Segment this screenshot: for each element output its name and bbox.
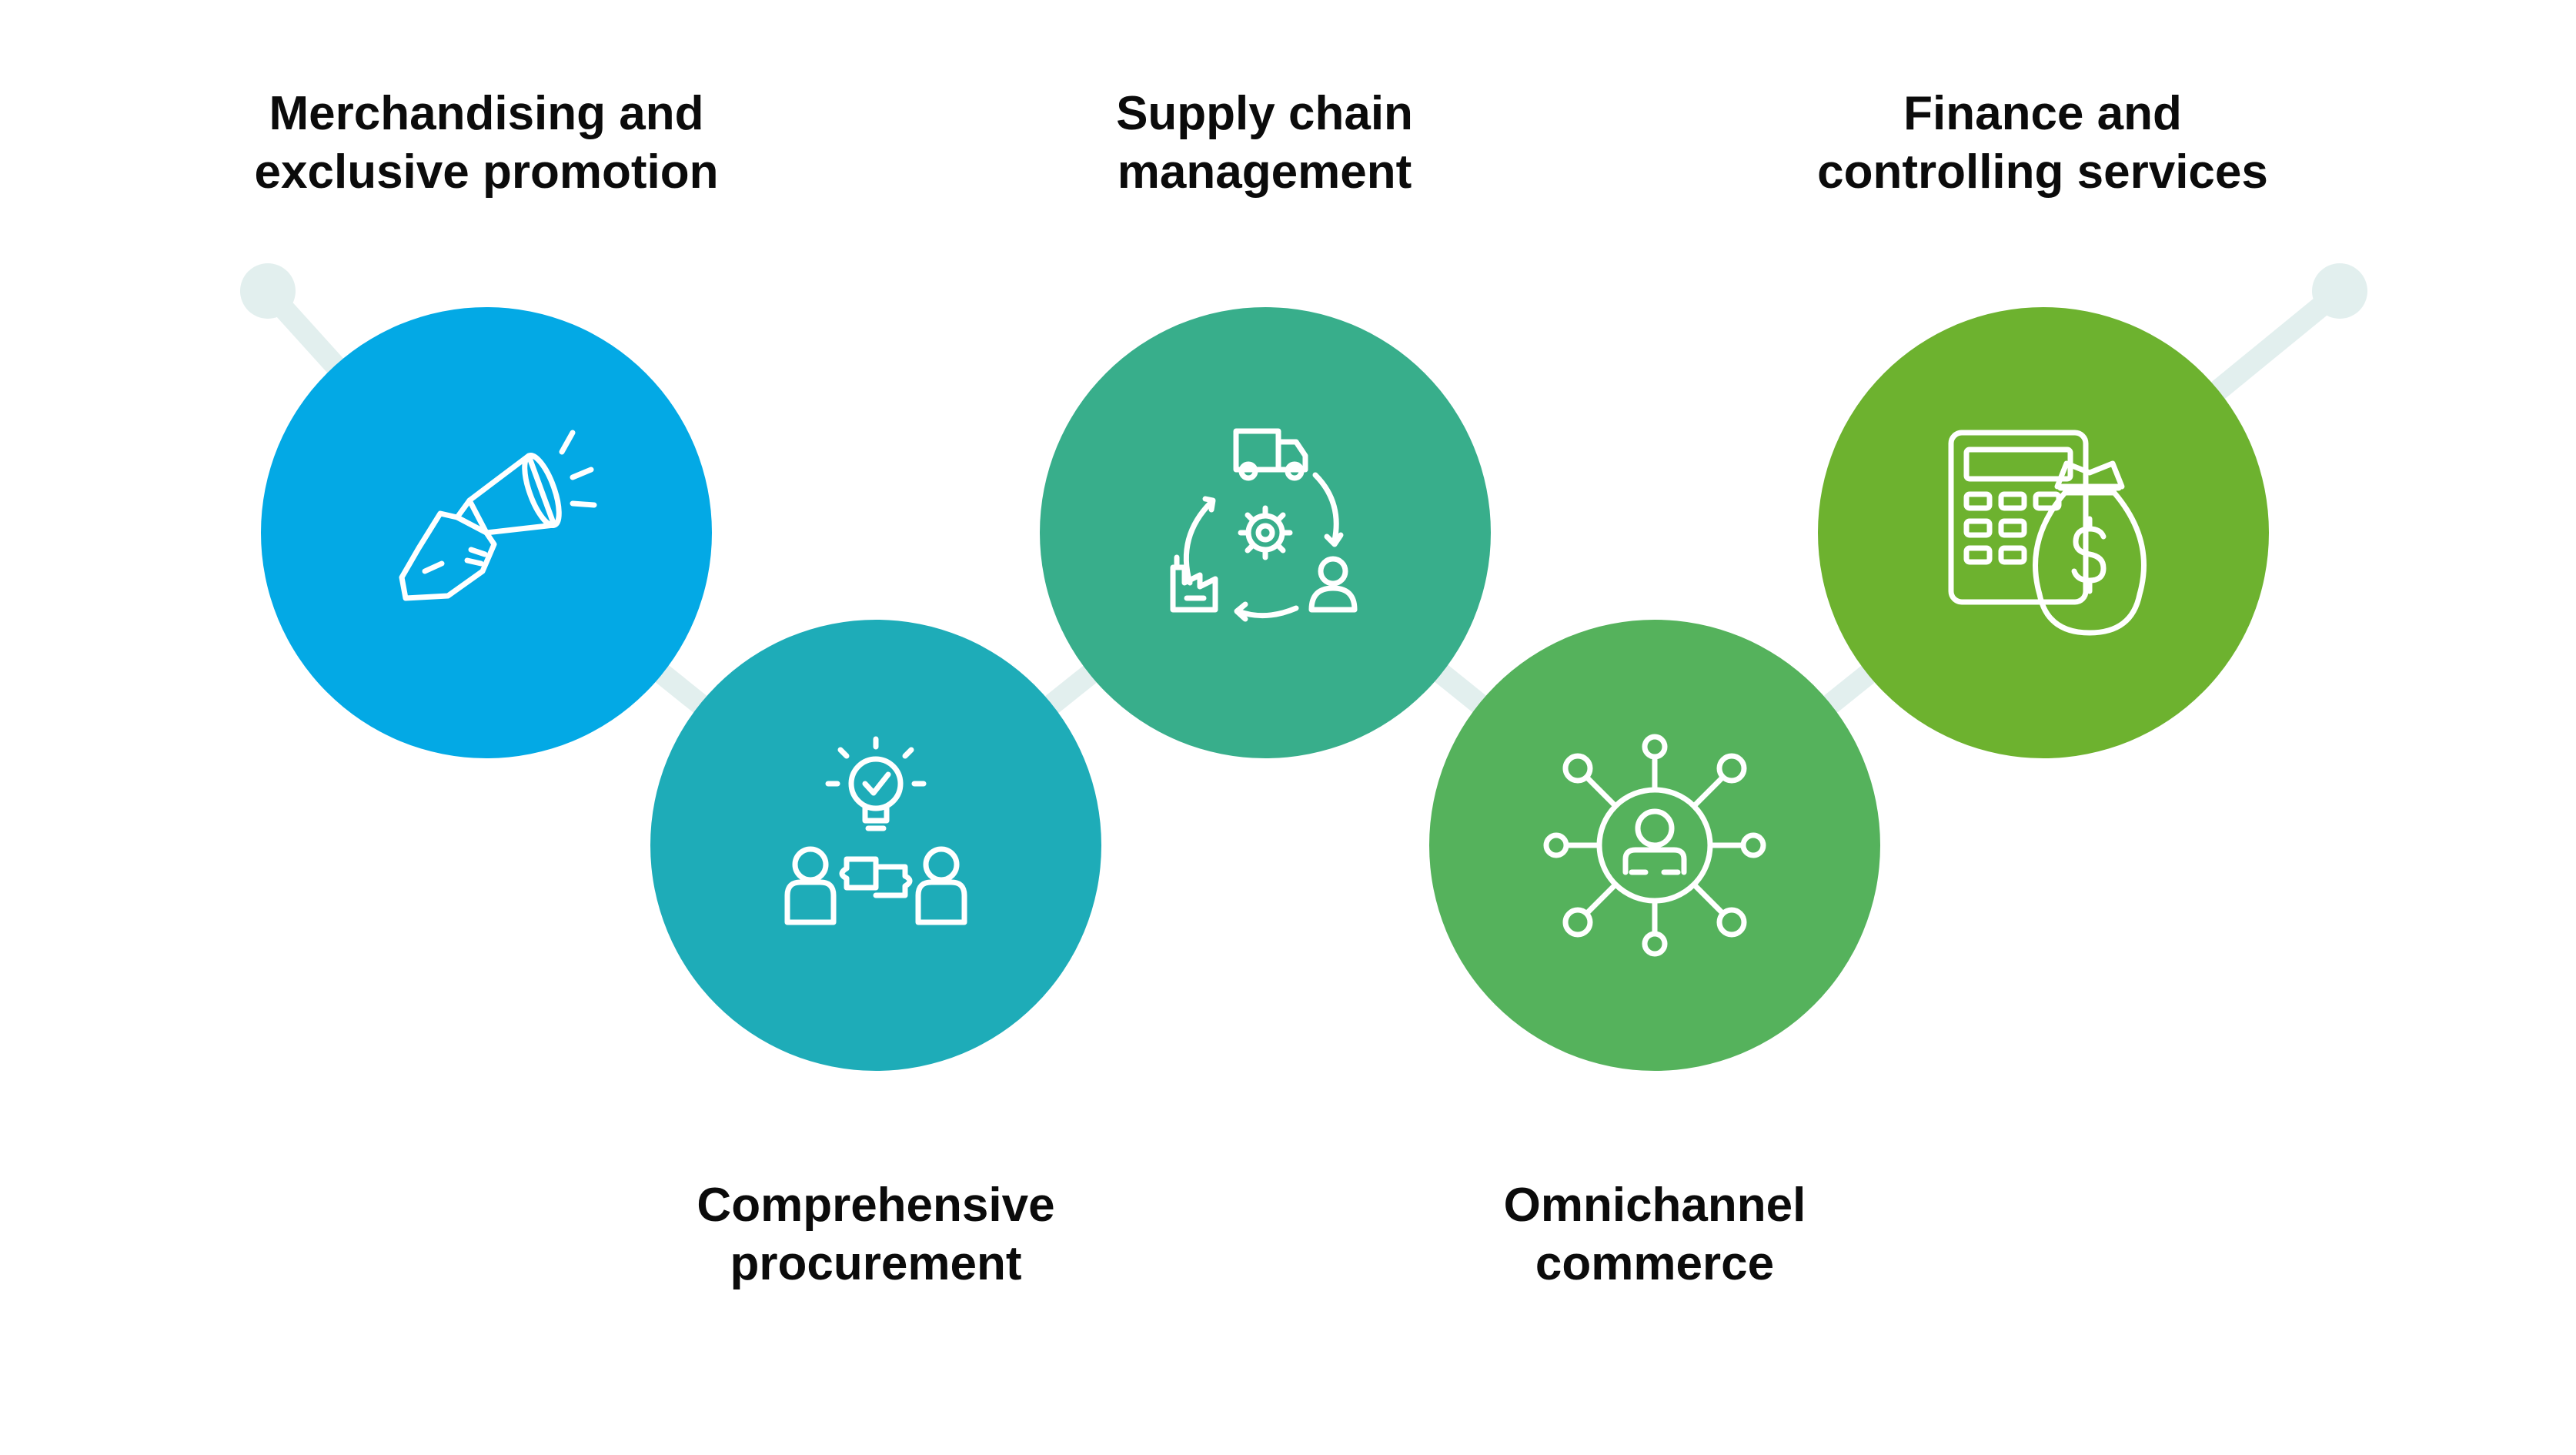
step-3-title-line1: Supply chain <box>1116 87 1413 140</box>
step-5-circle <box>1818 307 2269 758</box>
step-3-title-line2: management <box>1117 146 1412 199</box>
connector-end-dot-left <box>240 263 296 319</box>
omnichannel-network-icon <box>1543 734 1766 957</box>
calculator-money-bag-icon <box>1948 430 2147 636</box>
step-4-title: Omnichannel commerce <box>1362 1176 1947 1293</box>
step-4-title-line1: Omnichannel <box>1503 1179 1806 1232</box>
step-1-title-line2: exclusive promotion <box>254 146 719 199</box>
step-1-title: Merchandising and exclusive promotion <box>194 85 779 202</box>
step-1-title-line1: Merchandising and <box>269 87 704 140</box>
step-2-title: Comprehensive procurement <box>583 1176 1168 1293</box>
step-2-circle <box>650 620 1101 1071</box>
step-4-title-line2: commerce <box>1535 1237 1775 1290</box>
collaboration-idea-icon <box>784 736 967 925</box>
step-3-circle <box>1040 307 1491 758</box>
supply-chain-cycle-icon <box>1170 428 1358 622</box>
step-3-title: Supply chain management <box>972 85 1557 202</box>
step-5-title-line2: controlling services <box>1817 146 2268 199</box>
connector-end-dot-right <box>2312 263 2367 319</box>
step-1-circle <box>261 307 712 758</box>
step-2-title-line1: Comprehensive <box>697 1179 1055 1232</box>
step-5-title-line1: Finance and <box>1903 87 2182 140</box>
step-5-title: Finance and controlling services <box>1750 85 2335 202</box>
step-2-title-line2: procurement <box>730 1237 1022 1290</box>
step-4-circle <box>1429 620 1880 1071</box>
megaphone-icon <box>399 430 597 601</box>
